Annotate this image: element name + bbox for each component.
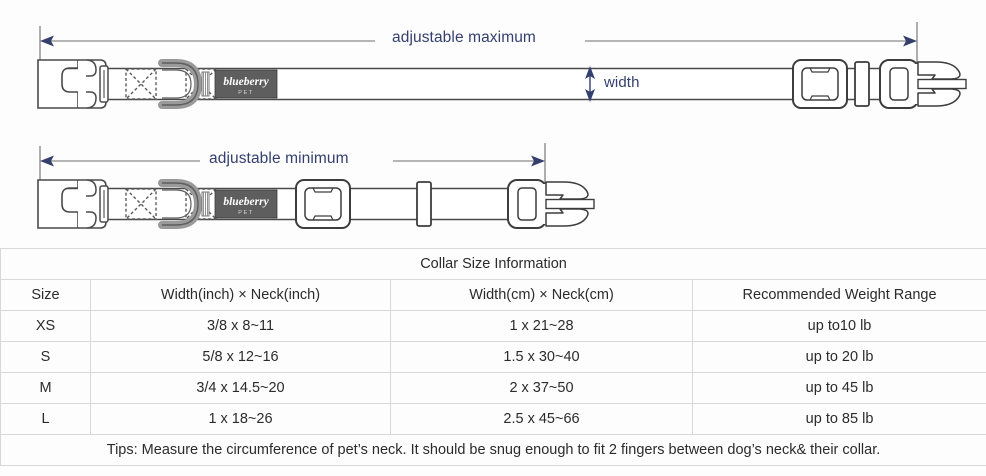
buckle-female-end-min [37, 179, 109, 229]
cell-size: XS [0, 310, 91, 342]
cell-cm: 1 x 21~28 [390, 310, 693, 342]
table-row: L 1 x 18~26 2.5 x 45~66 up to 85 lb [0, 403, 986, 435]
header-size: Size [0, 279, 91, 311]
cell-inch: 3/8 x 8~11 [90, 310, 391, 342]
header-inch: Width(inch) × Neck(inch) [90, 279, 391, 311]
cell-weight: up to 45 lb [691, 372, 986, 404]
arrowhead-left-max [40, 35, 54, 47]
collar-size-table-wrap: Collar Size Information Size Width(inch)… [0, 248, 986, 466]
tips-text: Tips: Measure the circumference of pet’s… [0, 434, 986, 466]
cell-weight: up to10 lb [691, 310, 986, 342]
brand-label-min: blueberry PET [214, 189, 278, 219]
buckle-female-end-max [37, 59, 109, 109]
cell-size: M [0, 372, 91, 404]
cell-cm: 2 x 37~50 [390, 372, 693, 404]
cell-size: S [0, 341, 91, 373]
arrowhead-left-min [40, 155, 54, 167]
cell-cm: 2.5 x 45~66 [390, 403, 693, 435]
brand-label-max: blueberry PET [214, 69, 278, 99]
adjustable-maximum-diagram: blueberry PET [37, 22, 967, 109]
table-row: S 5/8 x 12~16 1.5 x 30~40 up to 20 lb [0, 341, 986, 373]
collar-size-table: Collar Size Information Size Width(inch)… [0, 248, 986, 466]
d-ring-min [158, 179, 203, 229]
svg-text:blueberry: blueberry [223, 196, 269, 208]
adjustable-minimum-label: adjustable minimum [209, 150, 349, 167]
buckle-male-end-max [879, 59, 967, 109]
header-cm: Width(cm) × Neck(cm) [390, 279, 693, 311]
cell-inch: 3/4 x 14.5~20 [90, 372, 391, 404]
buckle-male-end-min [507, 179, 595, 229]
width-dimension-arrow [585, 66, 595, 102]
cell-size: L [0, 403, 91, 435]
cell-weight: up to 20 lb [691, 341, 986, 373]
svg-text:PET: PET [238, 90, 254, 96]
svg-text:PET: PET [238, 210, 254, 216]
table-row: XS 3/8 x 8~11 1 x 21~28 up to10 lb [0, 310, 986, 342]
ribbed-strip-max [201, 71, 210, 97]
cell-weight: up to 85 lb [691, 403, 986, 435]
svg-text:blueberry: blueberry [223, 76, 269, 88]
arrowhead-right-min [531, 155, 545, 167]
table-tips-row: Tips: Measure the circumference of pet’s… [0, 434, 986, 466]
width-label: width [604, 74, 640, 91]
ribbed-strip-min [201, 191, 210, 217]
cell-cm: 1.5 x 30~40 [390, 341, 693, 373]
table-title: Collar Size Information [0, 248, 986, 280]
tri-glide-slider-min [295, 179, 351, 229]
arrowhead-right-max [903, 35, 917, 47]
d-ring-max [158, 59, 203, 109]
cell-inch: 5/8 x 12~16 [90, 341, 391, 373]
table-row: M 3/4 x 14.5~20 2 x 37~50 up to 45 lb [0, 372, 986, 404]
tri-glide-slider-max [792, 59, 848, 109]
header-weight: Recommended Weight Range [691, 279, 986, 311]
keeper-loop-max [854, 61, 870, 107]
table-title-row: Collar Size Information [0, 248, 986, 280]
strap-body-max [55, 68, 917, 100]
table-header-row: Size Width(inch) × Neck(inch) Width(cm) … [0, 279, 986, 311]
keeper-loop-min [416, 181, 432, 227]
collar-diagram-svg: blueberry PET [37, 22, 967, 229]
collar-diagram-area: blueberry PET [37, 22, 967, 229]
cell-inch: 1 x 18~26 [90, 403, 391, 435]
adjustable-minimum-diagram: blueberry PET [37, 143, 595, 229]
adjustable-maximum-label: adjustable maximum [392, 29, 536, 46]
